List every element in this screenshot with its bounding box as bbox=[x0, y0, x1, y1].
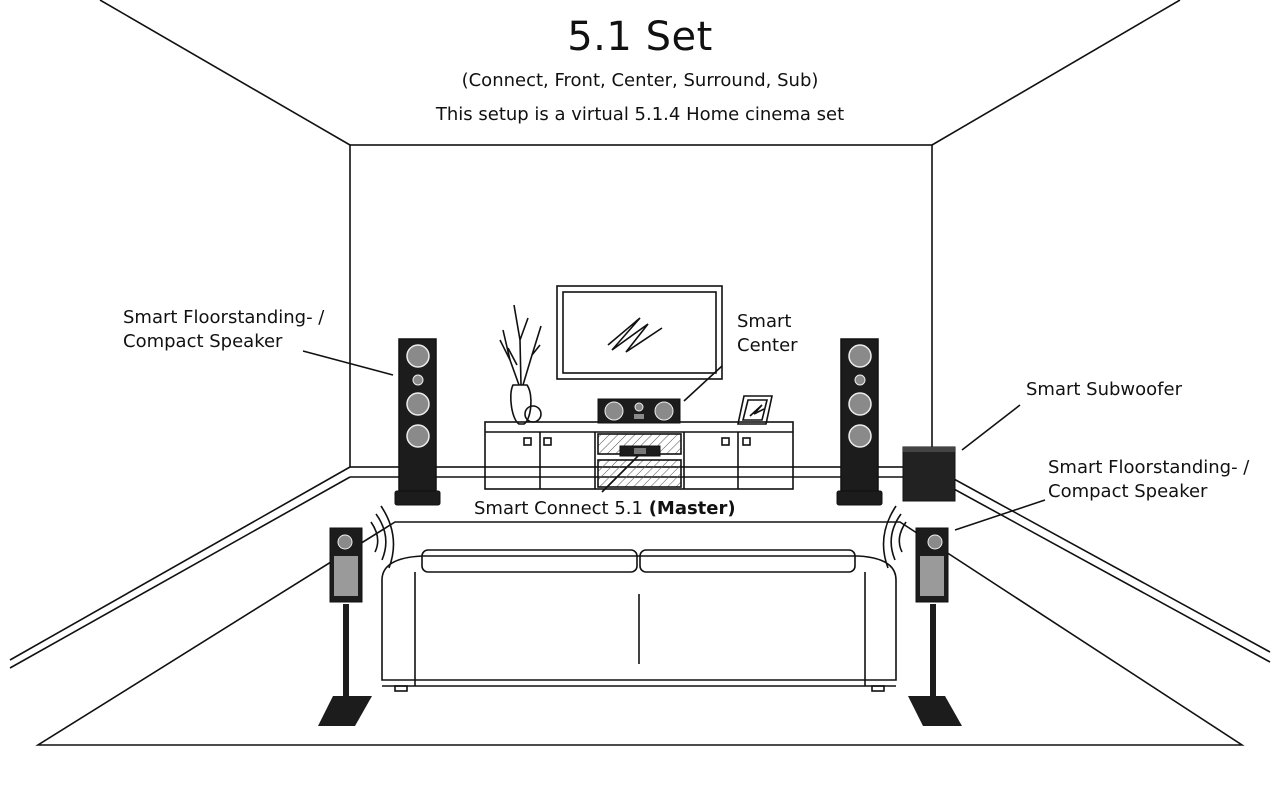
picture-frame bbox=[737, 395, 773, 425]
label-connect-name: Smart Connect 5.1 bbox=[474, 498, 643, 519]
tv bbox=[556, 285, 723, 380]
leader-surround-right bbox=[954, 499, 1046, 531]
label-center-line2: Center bbox=[737, 335, 798, 356]
rug bbox=[35, 521, 1245, 746]
leader-center bbox=[683, 365, 723, 402]
surround-right-speaker bbox=[908, 527, 962, 726]
leader-subwoofer bbox=[961, 404, 1021, 451]
center-speaker bbox=[597, 398, 681, 424]
label-connect-role: (Master) bbox=[648, 498, 736, 519]
diagram-subtitle: (Connect, Front, Center, Surround, Sub) bbox=[461, 70, 819, 91]
subwoofer bbox=[902, 446, 956, 502]
baseboard-right bbox=[931, 476, 1271, 663]
floor-edge-left bbox=[9, 466, 351, 661]
surround-left-speaker bbox=[318, 527, 372, 726]
floor-edge-right bbox=[931, 466, 1271, 653]
label-front-left-line1: Smart Floorstanding- / bbox=[123, 307, 325, 328]
label-surround-right: Smart Floorstanding- / Compact Speaker bbox=[1048, 456, 1249, 504]
label-front-left-line2: Compact Speaker bbox=[123, 331, 283, 352]
tv-reflection bbox=[607, 317, 663, 353]
couch bbox=[381, 555, 897, 681]
decor-ball bbox=[524, 405, 542, 423]
ceiling-edge-left bbox=[99, 0, 351, 146]
label-surround-right-line2: Compact Speaker bbox=[1048, 481, 1208, 502]
label-connect: Smart Connect 5.1 (Master) bbox=[474, 497, 736, 521]
baseboard-left bbox=[9, 476, 351, 669]
leader-front-left bbox=[302, 350, 394, 376]
leader-connect bbox=[601, 455, 639, 493]
diagram-title: 5.1 Set bbox=[567, 14, 713, 60]
label-subwoofer: Smart Subwoofer bbox=[1026, 379, 1182, 400]
front-right-speaker bbox=[836, 338, 883, 506]
label-front-left: Smart Floorstanding- / Compact Speaker bbox=[123, 306, 324, 354]
tv-screen bbox=[562, 291, 717, 374]
smart-connect-unit bbox=[619, 445, 661, 457]
front-left-speaker bbox=[394, 338, 441, 506]
diagram-note: This setup is a virtual 5.1.4 Home cinem… bbox=[435, 104, 845, 125]
ceiling-edge-right bbox=[931, 0, 1181, 146]
vase bbox=[510, 384, 532, 425]
label-center: Smart Center bbox=[737, 310, 798, 358]
label-surround-right-line1: Smart Floorstanding- / bbox=[1048, 457, 1250, 478]
label-center-line1: Smart bbox=[737, 311, 792, 332]
